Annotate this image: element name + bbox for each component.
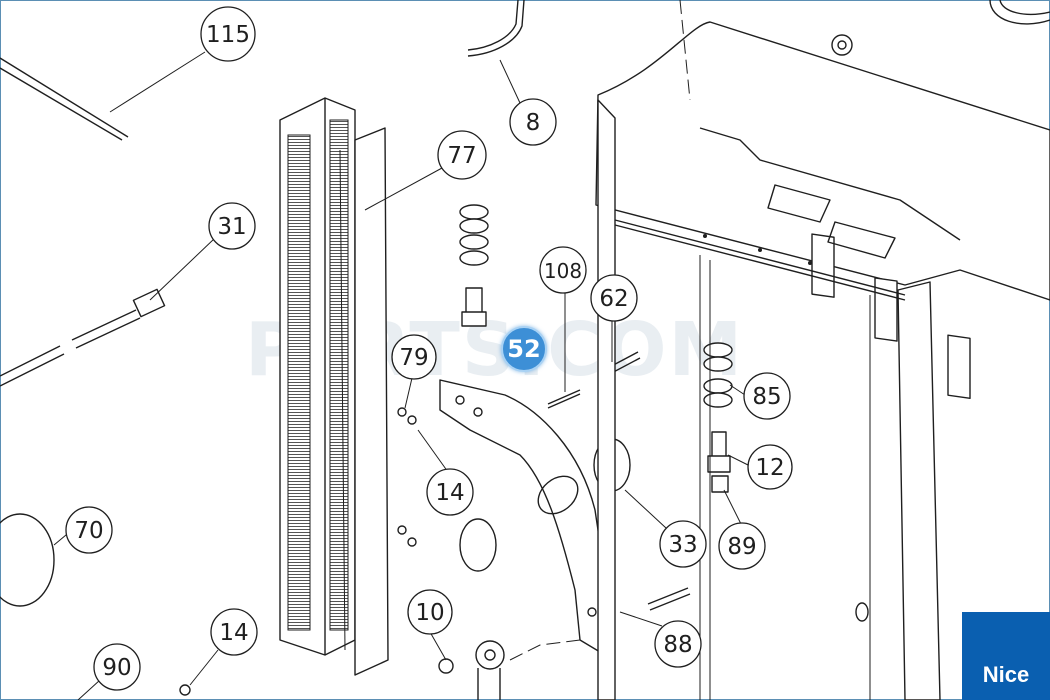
callout-33[interactable]: 33 — [659, 520, 707, 568]
part-o-ring-70 — [0, 513, 55, 607]
svg-text:33: 33 — [668, 532, 697, 558]
part-top-nut — [831, 34, 853, 56]
part-washer-stack-top — [459, 204, 489, 327]
part-screw-88 — [647, 587, 689, 605]
callout-8[interactable]: 8 — [509, 98, 557, 146]
callout-70[interactable]: 70 — [65, 506, 113, 554]
callout-14-upper[interactable]: 14 — [426, 468, 474, 516]
callout-88[interactable]: 88 — [654, 620, 702, 668]
callout-89[interactable]: 89 — [718, 522, 766, 570]
svg-text:62: 62 — [599, 286, 628, 312]
svg-text:108: 108 — [544, 259, 582, 283]
callout-14-lower[interactable]: 14 — [210, 608, 258, 656]
svg-text:31: 31 — [217, 214, 246, 240]
callout-77[interactable]: 77 — [437, 130, 487, 180]
svg-text:14: 14 — [435, 480, 464, 506]
part-hose — [467, 0, 519, 51]
callout-90[interactable]: 90 — [93, 643, 141, 691]
part-small-nuts — [179, 407, 454, 696]
callout-115[interactable]: 115 — [200, 6, 256, 62]
callout-108[interactable]: 108 — [539, 246, 587, 294]
part-connector-cable — [0, 288, 166, 387]
callout-79[interactable]: 79 — [391, 334, 437, 380]
part-o-ring-14 — [459, 518, 497, 572]
part-ball-joint — [475, 640, 505, 700]
highlighted-part-badge[interactable]: 52 — [501, 326, 547, 372]
svg-text:12: 12 — [755, 455, 784, 481]
callout-85[interactable]: 85 — [743, 372, 791, 420]
svg-text:90: 90 — [102, 655, 131, 681]
callout-12[interactable]: 12 — [747, 444, 793, 490]
part-washer-stack-right — [703, 342, 733, 493]
svg-text:85: 85 — [752, 384, 781, 410]
svg-text:14: 14 — [219, 620, 248, 646]
callout-31[interactable]: 31 — [208, 202, 256, 250]
svg-text:115: 115 — [206, 22, 250, 48]
svg-text:89: 89 — [727, 534, 756, 560]
brand-logo: Nice — [962, 612, 1050, 700]
svg-text:88: 88 — [663, 632, 692, 658]
svg-text:77: 77 — [447, 143, 476, 169]
brand-logo-text: Nice — [982, 662, 1030, 687]
svg-text:70: 70 — [74, 518, 103, 544]
part-cable-tie — [0, 57, 129, 141]
svg-text:79: 79 — [399, 345, 428, 371]
svg-text:8: 8 — [526, 110, 541, 136]
highlighted-part-number: 52 — [507, 335, 541, 363]
callout-62[interactable]: 62 — [590, 274, 638, 322]
part-bracket-arm-52 — [439, 379, 611, 656]
part-screw-108 — [547, 389, 581, 405]
part-housing-cover — [595, 21, 1050, 700]
part-toothed-rack — [279, 97, 389, 676]
callout-10[interactable]: 10 — [407, 589, 453, 635]
svg-text:10: 10 — [415, 600, 444, 626]
leader-lines — [53, 51, 751, 700]
